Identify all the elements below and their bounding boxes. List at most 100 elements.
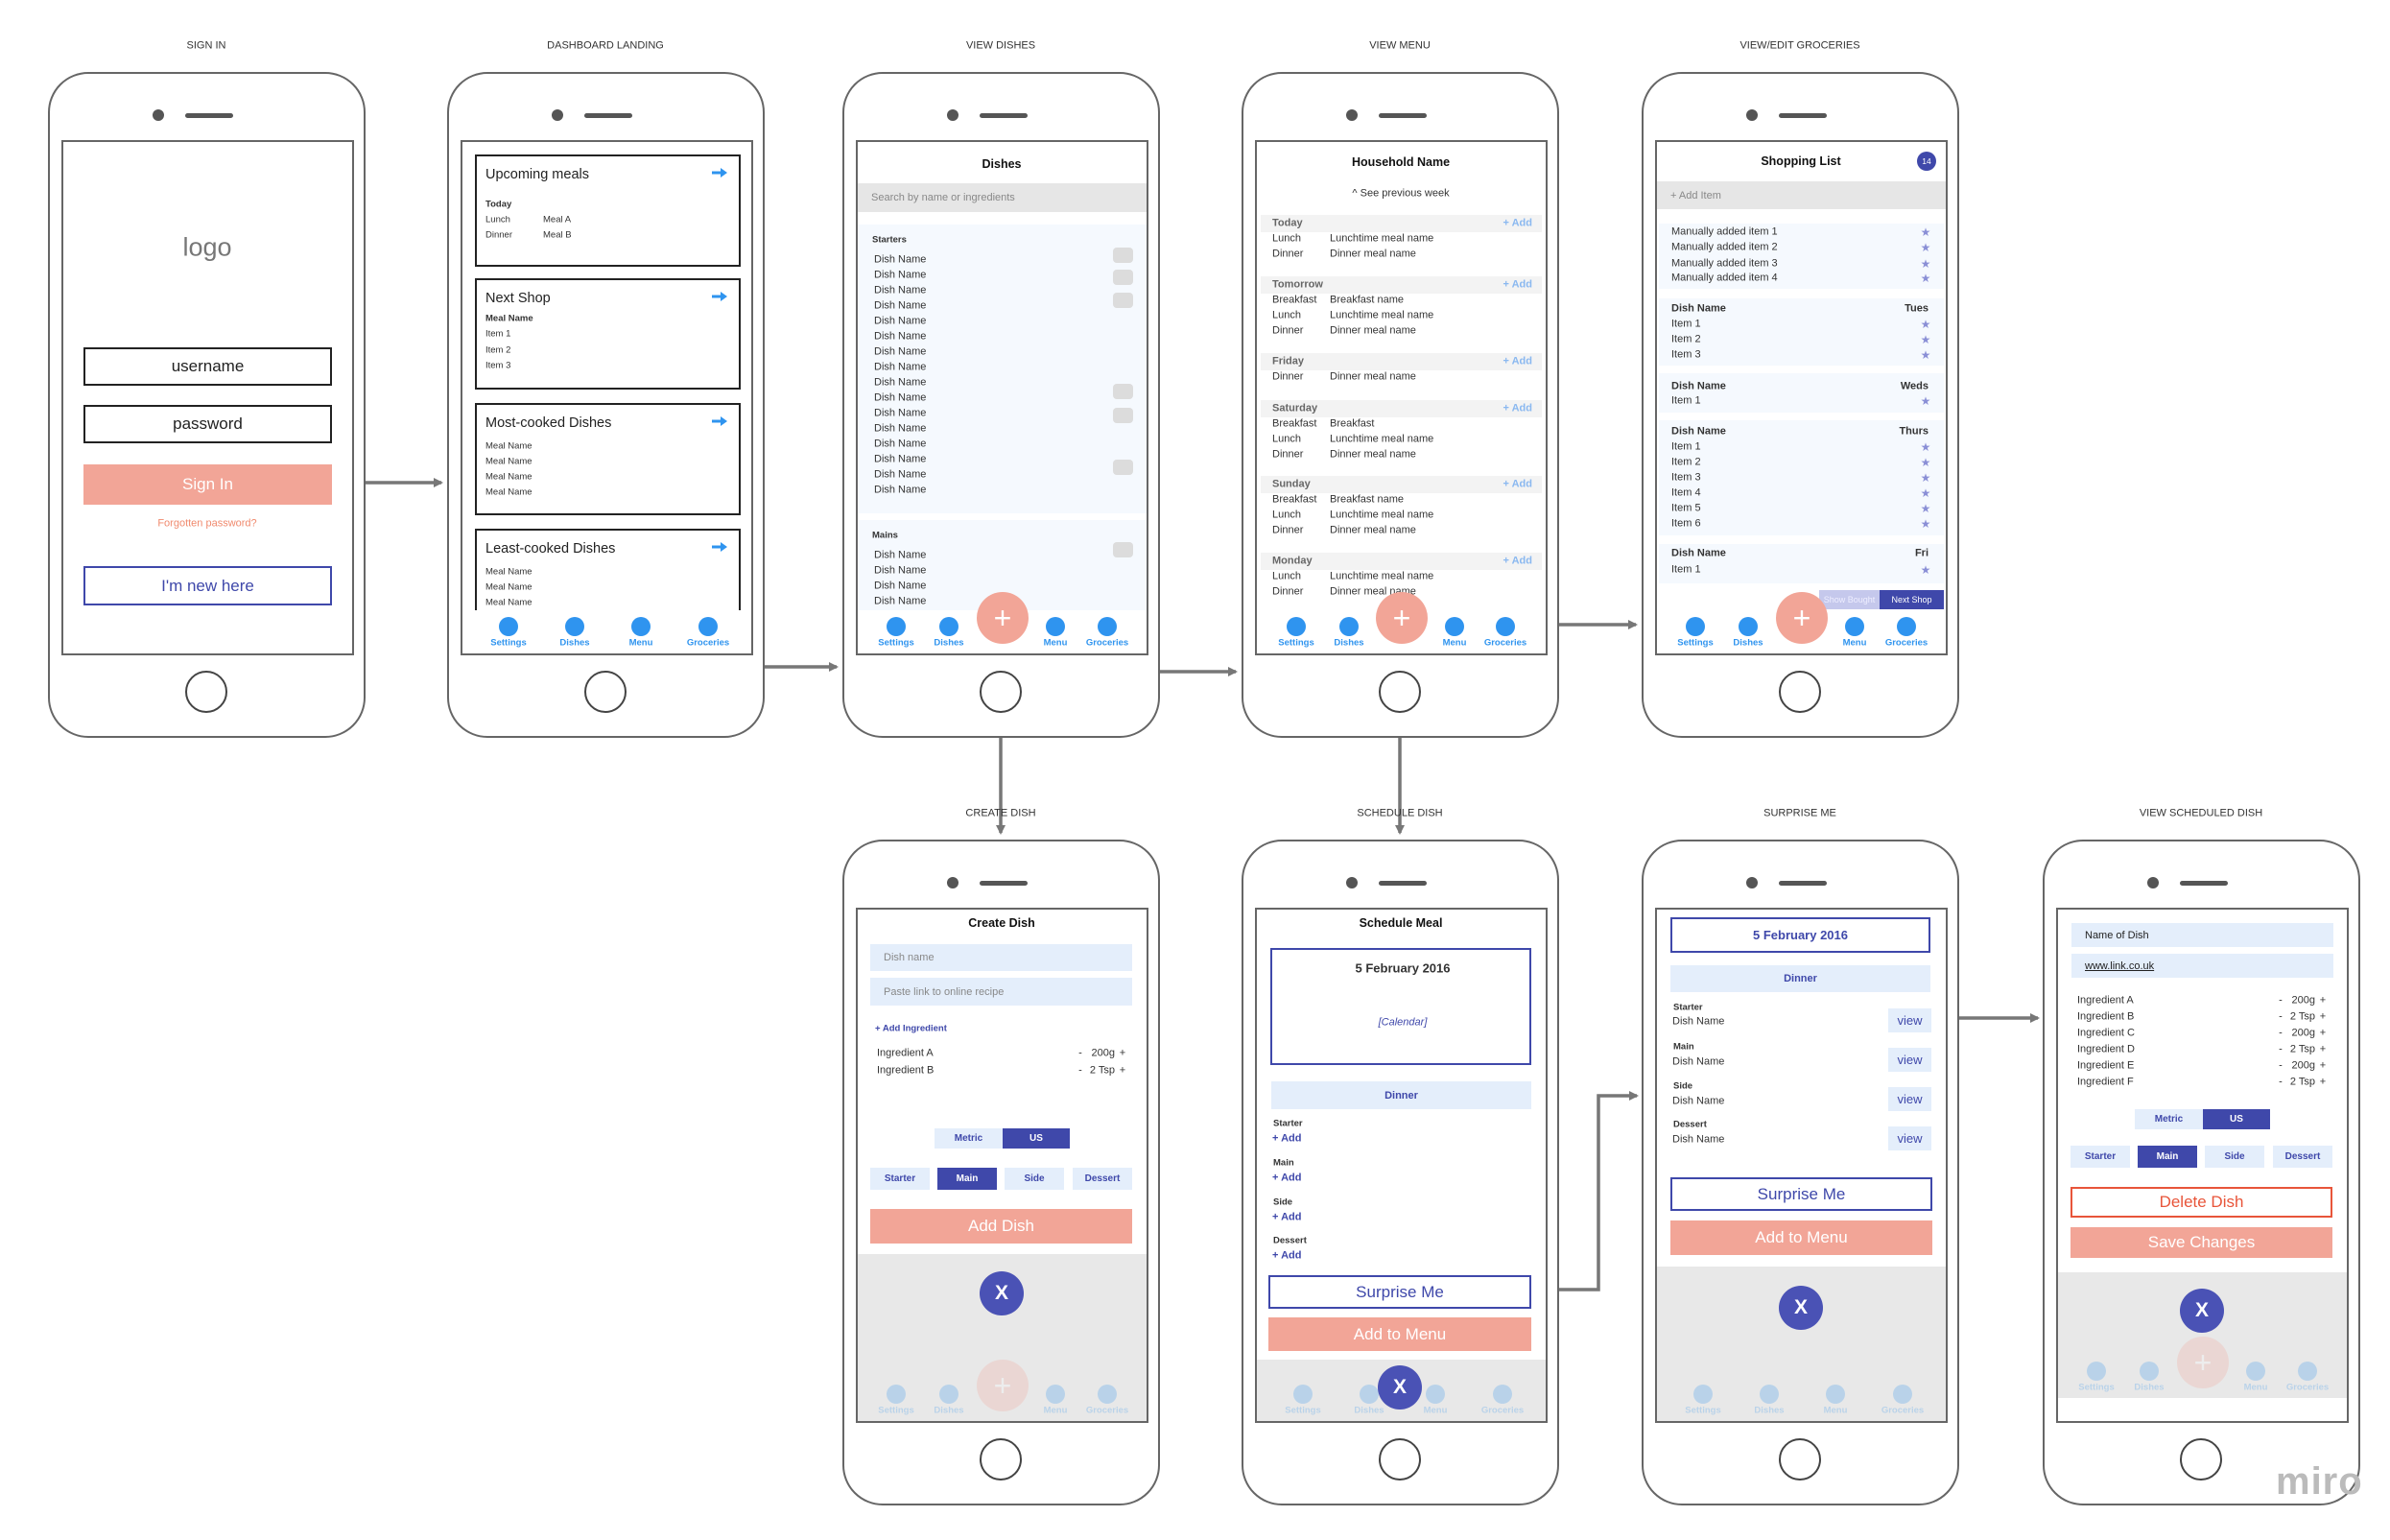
meal-name[interactable]: Lunchtime meal name bbox=[1330, 309, 1434, 321]
star-icon[interactable]: ★ bbox=[1920, 241, 1931, 254]
settings-nav-icon[interactable] bbox=[887, 1385, 906, 1404]
increase-quantity-button[interactable]: + bbox=[2319, 994, 2327, 1007]
next-shop-button[interactable]: Next Shop bbox=[1880, 590, 1944, 609]
nav-dishes[interactable]: Dishes bbox=[559, 637, 590, 649]
star-icon[interactable]: ★ bbox=[1920, 225, 1931, 239]
nav-dishes[interactable]: Dishes bbox=[1354, 1405, 1384, 1416]
settings-nav-icon[interactable] bbox=[1686, 617, 1705, 636]
dishes-nav-icon[interactable] bbox=[2140, 1362, 2159, 1381]
meal-name[interactable]: Dinner meal name bbox=[1330, 324, 1416, 337]
decrease-quantity-button[interactable]: - bbox=[2279, 1076, 2283, 1088]
home-button[interactable] bbox=[980, 1438, 1022, 1481]
dish-list-item[interactable]: Dish Name bbox=[874, 438, 927, 450]
dishes-nav-icon[interactable] bbox=[1760, 1385, 1779, 1404]
nav-groceries[interactable]: Groceries bbox=[686, 637, 730, 649]
category-dessert-button[interactable]: Dessert bbox=[1073, 1168, 1132, 1190]
category-main-button[interactable]: Main bbox=[937, 1168, 997, 1190]
meal-name[interactable]: Dinner meal name bbox=[1330, 370, 1416, 383]
menu-nav-icon[interactable] bbox=[1046, 617, 1065, 636]
nav-groceries[interactable]: Groceries bbox=[2285, 1382, 2330, 1393]
add-meal-link[interactable]: + Add bbox=[1503, 355, 1532, 367]
category-starter-button[interactable]: Starter bbox=[870, 1168, 930, 1190]
groceries-nav-icon[interactable] bbox=[1098, 1385, 1117, 1404]
grocery-item[interactable]: Manually added item 1 bbox=[1671, 225, 1778, 238]
menu-nav-icon[interactable] bbox=[1826, 1385, 1845, 1404]
add-item-input[interactable]: + Add Item bbox=[1657, 181, 1946, 209]
star-icon[interactable]: ★ bbox=[1920, 563, 1931, 577]
dish-toggle[interactable] bbox=[1113, 460, 1133, 475]
meal-selector[interactable]: Dinner bbox=[1271, 1081, 1531, 1109]
nav-settings[interactable]: Settings bbox=[1677, 637, 1714, 649]
star-icon[interactable]: ★ bbox=[1920, 394, 1931, 408]
surprise-me-button[interactable]: Surprise Me bbox=[1670, 1177, 1932, 1211]
category-main-button[interactable]: Main bbox=[2138, 1146, 2197, 1168]
nav-groceries[interactable]: Groceries bbox=[1483, 637, 1527, 649]
unit-metric-toggle[interactable]: Metric bbox=[935, 1128, 1003, 1149]
nav-settings[interactable]: Settings bbox=[1278, 637, 1314, 649]
dishes-nav-icon[interactable] bbox=[939, 1385, 958, 1404]
grocery-item[interactable]: Item 1 bbox=[1671, 394, 1701, 407]
grocery-item[interactable]: Manually added item 3 bbox=[1671, 257, 1778, 270]
see-previous-week-link[interactable]: ^ See previous week bbox=[1352, 187, 1450, 200]
close-button[interactable]: X bbox=[2180, 1289, 2224, 1333]
add-to-menu-button[interactable]: Add to Menu bbox=[1268, 1317, 1531, 1351]
nav-dishes[interactable]: Dishes bbox=[1334, 637, 1364, 649]
meal-name[interactable]: Dinner meal name bbox=[1330, 448, 1416, 461]
star-icon[interactable]: ★ bbox=[1920, 502, 1931, 515]
grocery-item[interactable]: Item 4 bbox=[1671, 486, 1701, 499]
dishes-nav-icon[interactable] bbox=[1360, 1385, 1379, 1404]
dish-list-item[interactable]: Dish Name bbox=[874, 391, 927, 404]
settings-nav-icon[interactable] bbox=[1293, 1385, 1313, 1404]
surprise-me-button[interactable]: Surprise Me bbox=[1268, 1275, 1531, 1309]
increase-quantity-button[interactable]: + bbox=[2319, 1059, 2327, 1072]
nav-dishes[interactable]: Dishes bbox=[1754, 1405, 1785, 1416]
home-button[interactable] bbox=[1379, 1438, 1421, 1481]
unit-metric-toggle[interactable]: Metric bbox=[2135, 1109, 2203, 1129]
groceries-nav-icon[interactable] bbox=[1098, 617, 1117, 636]
dish-list-item[interactable]: Dish Name bbox=[874, 269, 927, 281]
meal-selector[interactable]: Dinner bbox=[1670, 965, 1930, 992]
grocery-item[interactable]: Item 2 bbox=[1671, 333, 1701, 345]
dish-toggle[interactable] bbox=[1113, 408, 1133, 423]
dish-list-item[interactable]: Dish Name bbox=[874, 284, 927, 296]
groceries-nav-icon[interactable] bbox=[1893, 1385, 1912, 1404]
star-icon[interactable]: ★ bbox=[1920, 272, 1931, 285]
add-ingredient-link[interactable]: + Add Ingredient bbox=[875, 1023, 947, 1034]
dish-list-item[interactable]: Dish Name bbox=[874, 564, 927, 577]
add-course-link[interactable]: + Add bbox=[1272, 1172, 1302, 1184]
add-dish-button[interactable]: Add Dish bbox=[870, 1209, 1132, 1244]
category-dessert-button[interactable]: Dessert bbox=[2273, 1146, 2332, 1168]
add-meal-link[interactable]: + Add bbox=[1503, 402, 1532, 415]
nav-dishes[interactable]: Dishes bbox=[2134, 1382, 2165, 1393]
menu-nav-icon[interactable] bbox=[1445, 617, 1464, 636]
nav-menu[interactable]: Menu bbox=[1043, 637, 1068, 649]
dish-list-item[interactable]: Dish Name bbox=[874, 361, 927, 373]
star-icon[interactable]: ★ bbox=[1920, 517, 1931, 531]
dish-list-item[interactable]: Dish Name bbox=[874, 549, 927, 561]
meal-name[interactable]: Breakfast bbox=[1330, 417, 1375, 430]
settings-nav-icon[interactable] bbox=[887, 617, 906, 636]
home-button[interactable] bbox=[1779, 1438, 1821, 1481]
star-icon[interactable]: ★ bbox=[1920, 348, 1931, 362]
add-fab-button[interactable]: + bbox=[2177, 1337, 2229, 1388]
add-fab-button[interactable]: + bbox=[1776, 592, 1828, 644]
dishes-nav-icon[interactable] bbox=[1339, 617, 1359, 636]
nav-groceries[interactable]: Groceries bbox=[1480, 1405, 1525, 1416]
nav-dishes[interactable]: Dishes bbox=[934, 1405, 964, 1416]
meal-name[interactable]: Lunchtime meal name bbox=[1330, 433, 1434, 445]
meal-name[interactable]: Dinner meal name bbox=[1330, 524, 1416, 536]
dishes-nav-icon[interactable] bbox=[565, 617, 584, 636]
dish-list-item[interactable]: Dish Name bbox=[874, 422, 927, 435]
show-bought-button[interactable]: Show Bought bbox=[1819, 590, 1880, 609]
delete-dish-button[interactable]: Delete Dish bbox=[2071, 1187, 2332, 1218]
dish-name-input[interactable]: Dish name bbox=[870, 944, 1132, 971]
arrow-right-icon[interactable] bbox=[712, 292, 727, 301]
search-input[interactable]: Search by name or ingredients bbox=[858, 183, 1147, 212]
star-icon[interactable]: ★ bbox=[1920, 486, 1931, 500]
arrow-right-icon[interactable] bbox=[712, 168, 727, 178]
category-starter-button[interactable]: Starter bbox=[2071, 1146, 2130, 1168]
add-meal-link[interactable]: + Add bbox=[1503, 478, 1532, 490]
